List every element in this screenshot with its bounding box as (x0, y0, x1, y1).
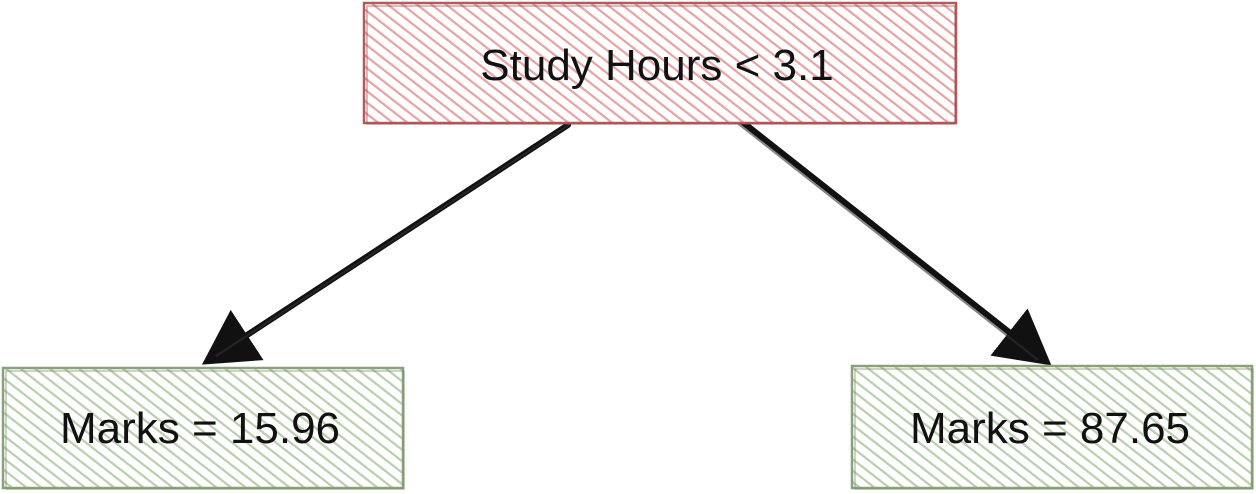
left-leaf-box (1, 366, 405, 490)
root-node-label: Study Hours < 3.1 (480, 41, 833, 90)
right-leaf-label: Marks = 87.65 (910, 404, 1190, 453)
root-node: Study Hours < 3.1 (362, 1, 958, 125)
left-leaf-label: Marks = 15.96 (60, 404, 340, 453)
edge-root-to-left-leaf-sketch (215, 122, 573, 357)
tree-edges (201, 117, 1052, 366)
root-node-box-sketch (366, 5, 956, 125)
root-node-box (362, 1, 958, 125)
edge-root-to-right-leaf (737, 117, 1052, 366)
right-leaf-node: Marks = 87.65 (850, 364, 1254, 490)
right-leaf-box-sketch (854, 368, 1254, 490)
right-leaf-box (850, 364, 1254, 490)
edge-root-to-right-leaf-sketch (735, 121, 1039, 361)
left-leaf-box-sketch (5, 370, 405, 490)
left-leaf-node: Marks = 15.96 (1, 366, 405, 490)
